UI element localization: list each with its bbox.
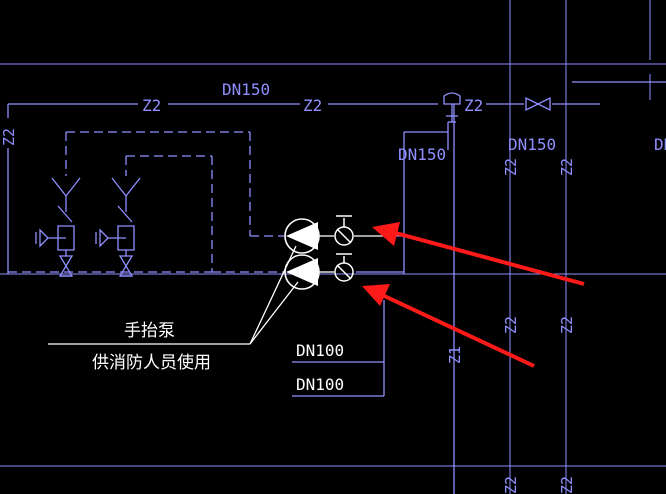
z1-label-riser: Z1 — [446, 346, 464, 364]
dn-label-edge: DN — [654, 135, 666, 154]
z2-label-col1-bottom: Z2 — [502, 476, 520, 494]
left-hose-fixture-1 — [35, 177, 81, 277]
annotation-line-2: 供消防人员使用 — [92, 352, 211, 373]
dn100-label-1: DN100 — [296, 341, 344, 360]
pump-valve-lower-icon — [334, 253, 354, 282]
z2-label-main-2: Z2 — [303, 96, 322, 115]
pump-valve-upper-icon — [334, 215, 354, 246]
red-arrow-lower — [362, 284, 535, 368]
dn100-label-2: DN100 — [296, 375, 344, 394]
red-arrow-upper — [372, 222, 585, 286]
z2-label-main-1: Z2 — [142, 96, 161, 115]
annotation-line-1: 手抬泵 — [124, 321, 175, 341]
dn150-riser — [292, 104, 455, 494]
annotation-leader — [48, 245, 299, 345]
hand-pump-upper — [284, 218, 320, 254]
z2-label-col2-bottom: Z2 — [558, 476, 576, 494]
z2-main-pipe — [7, 81, 666, 274]
dn150-label-riser: DN150 — [398, 145, 446, 164]
left-hose-fixture-2 — [95, 177, 141, 277]
dashed-hose-network — [8, 131, 284, 273]
pump-connector-lines — [318, 235, 384, 273]
check-valve-icon — [443, 92, 551, 123]
z2-label-col2-top: Z2 — [558, 158, 576, 176]
z2-label-col1-mid: Z2 — [502, 316, 520, 334]
hand-pump-lower — [284, 254, 320, 290]
z2-label-left-vertical: Z2 — [0, 128, 18, 146]
dn150-label-right: DN150 — [508, 135, 556, 154]
dn150-label-top: DN150 — [222, 80, 270, 99]
z2-label-col1-top: Z2 — [502, 158, 520, 176]
z2-label-main-3: Z2 — [464, 96, 483, 115]
z2-label-col2-mid: Z2 — [558, 316, 576, 334]
